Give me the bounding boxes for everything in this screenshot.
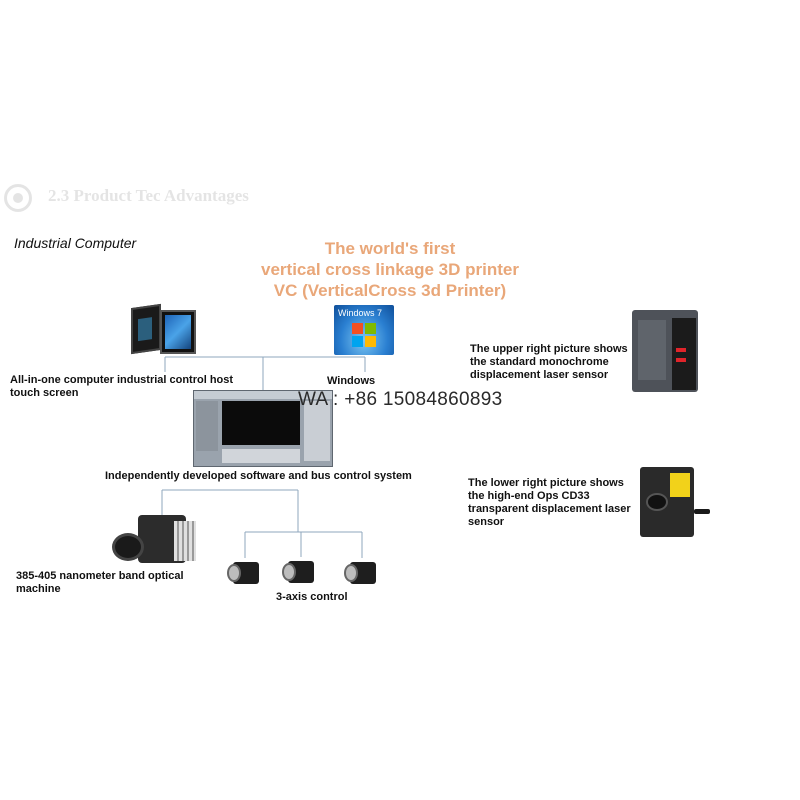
motor-face <box>227 564 241 582</box>
stepper-motor-image <box>227 558 263 586</box>
sensor-upper-label: The upper right picture shows the standa… <box>470 343 628 381</box>
control-software-screenshot <box>193 390 333 467</box>
title-line-2: vertical cross linkage 3D printer <box>261 260 519 279</box>
title-line-3: VC (VerticalCross 3d Printer) <box>273 281 507 300</box>
sensor-led <box>676 348 686 352</box>
laser-sensor-cd33-image <box>640 463 710 541</box>
industrial-monitor-left-image <box>131 303 161 355</box>
software-titlebar <box>194 391 332 399</box>
windows-flag-icon <box>352 323 376 347</box>
stepper-motor-image <box>344 558 380 586</box>
section-header-text: 2.3 Product Tec Advantages <box>48 186 249 205</box>
monitor-screen <box>165 315 191 349</box>
sensor-housing-face <box>638 320 666 380</box>
sensor-lens <box>646 493 668 511</box>
optical-machine-label: 385-405 nanometer band optical machine <box>16 570 184 595</box>
gear-logo-icon <box>4 184 32 212</box>
laser-sensor-standard-image <box>632 310 698 392</box>
sensor-lower-label: The lower right picture shows the high-e… <box>468 477 631 528</box>
optical-machine-lens <box>112 533 144 561</box>
watermark-contact: WA : +86 15084860893 <box>298 389 503 410</box>
diagram-title: The world's first vertical cross linkage… <box>200 238 580 301</box>
motor-face <box>282 563 296 581</box>
software-status-area <box>222 449 300 463</box>
title-line-1: The world's first <box>324 239 456 258</box>
windows-label: Windows <box>327 375 376 387</box>
motor-face <box>344 564 358 582</box>
sensor-display-panel <box>672 318 696 390</box>
sensor-led <box>676 358 686 362</box>
software-control-panel <box>304 401 330 461</box>
axis-control-label: 3-axis control <box>276 591 348 603</box>
sensor-cable <box>694 509 710 514</box>
section-header: 2.3 Product Tec Advantages <box>4 180 324 216</box>
software-label: Independently developed software and bus… <box>105 470 412 482</box>
windows-7-badge-text: Windows 7 <box>338 308 383 318</box>
optical-machine-heatsink <box>174 521 196 561</box>
software-sidebar <box>196 401 218 451</box>
all-in-one-label: All-in-one computer industrial control h… <box>10 374 234 399</box>
stepper-motor-image <box>282 557 318 585</box>
windows-7-badge: Windows 7 <box>334 305 394 355</box>
software-viewport <box>222 401 300 445</box>
sensor-warning-label <box>670 473 690 497</box>
industrial-computer-label: Industrial Computer <box>14 235 137 251</box>
optical-machine-image <box>110 513 198 568</box>
industrial-monitor-right-image <box>160 310 196 354</box>
